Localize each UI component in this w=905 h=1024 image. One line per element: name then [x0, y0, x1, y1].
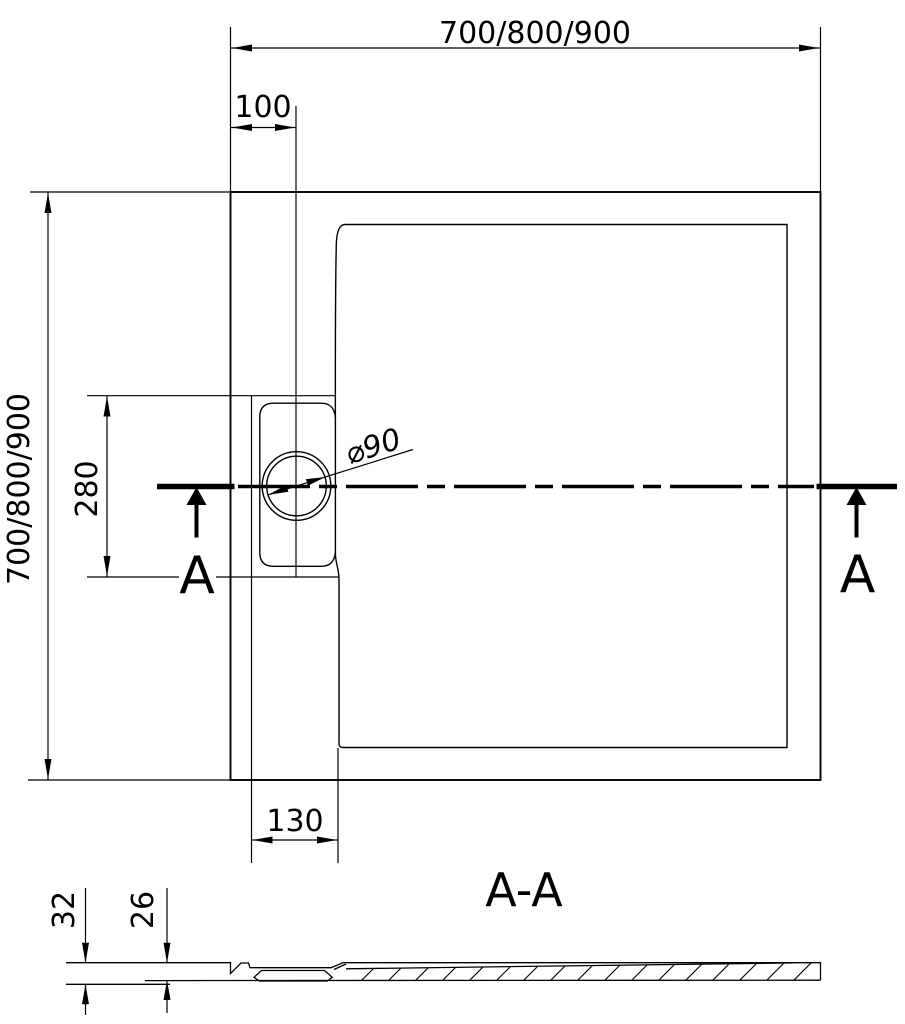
drain-plate-profile — [252, 969, 334, 982]
section-profile — [66, 962, 822, 985]
section-letter-left: A — [179, 546, 215, 606]
section-top-outline — [66, 962, 822, 981]
section-arrow-right — [846, 487, 867, 538]
drain-offset-bottom-label: 130 — [266, 804, 323, 839]
tray-floor-outline — [334, 223, 788, 749]
drain-diameter-line — [267, 448, 414, 496]
top-view — [28, 27, 897, 863]
dimension-arrowheads — [44, 44, 819, 844]
top-width-label: 700/800/900 — [439, 16, 631, 51]
label-mask — [179, 549, 216, 598]
section-hatching — [346, 962, 820, 981]
section-letter-right: A — [840, 545, 876, 605]
section-dim-arrowheads — [82, 942, 171, 1005]
dimensions — [28, 27, 822, 841]
left-height-label: 700/800/900 — [2, 393, 37, 585]
drain-span-label: 280 — [70, 460, 105, 517]
drain-offset-top-label: 100 — [234, 90, 291, 125]
section-title: A-A — [485, 863, 563, 917]
section-view — [66, 888, 822, 1015]
labels: 700/800/900 100 700/800/900 280 ⌀90 130 … — [2, 16, 876, 929]
floor-height-label: 26 — [126, 891, 161, 929]
drain-diameter-label: ⌀90 — [341, 422, 405, 472]
cutting-plane — [157, 483, 897, 538]
section-floor-slope — [345, 962, 794, 970]
overall-height-label: 32 — [47, 891, 82, 929]
section-recess-slant — [333, 963, 347, 971]
section-arrow-left — [186, 487, 207, 538]
construction-lines — [87, 106, 339, 863]
